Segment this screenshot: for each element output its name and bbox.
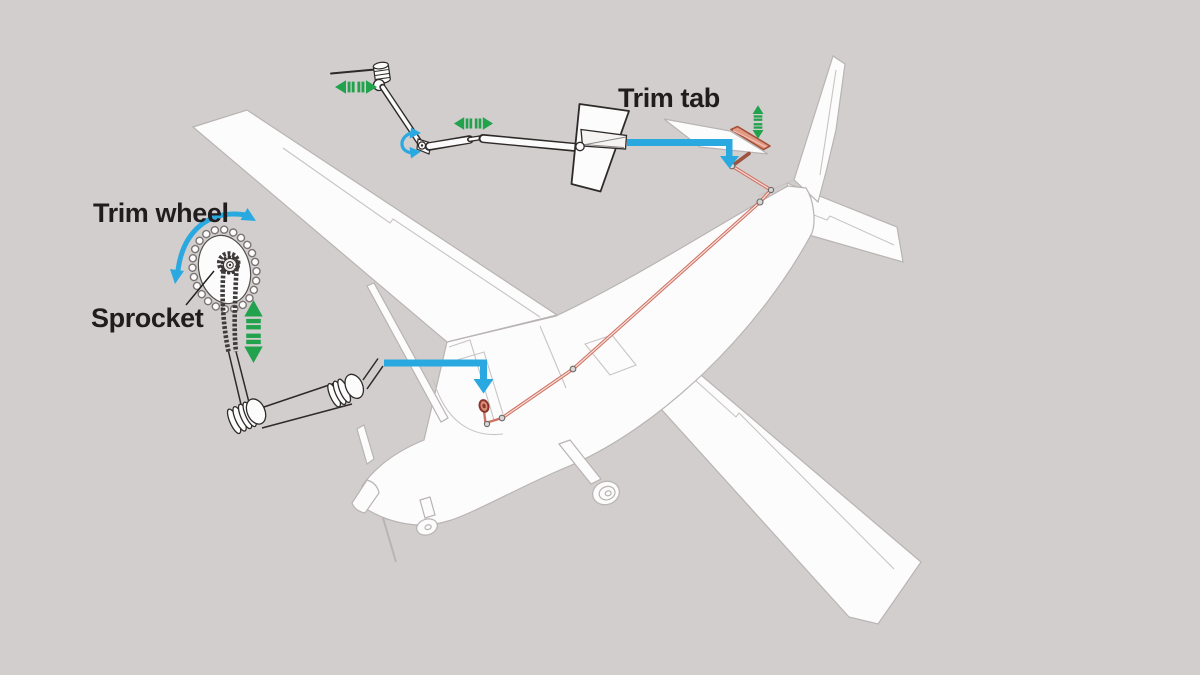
- trim-tab-highlight: [730, 125, 771, 151]
- cable-pulley: [498, 414, 506, 422]
- trim-actuator-detail: [330, 61, 630, 193]
- label-sprocket: Sprocket: [91, 303, 204, 333]
- pushrod-end-fitting: [575, 141, 585, 152]
- elevator-cross-section: [570, 103, 630, 193]
- label-trim-tab: Trim tab: [618, 83, 720, 113]
- cable-pulley: [569, 365, 577, 373]
- rudder-hinge-line: [819, 69, 837, 176]
- callout-arrows: [384, 139, 739, 394]
- trim-wheel-detail: [188, 225, 384, 435]
- main-gear-strut: [558, 439, 602, 485]
- main-wheel: [592, 480, 620, 506]
- cable-pulley: [756, 198, 764, 206]
- trim-wheel-rotation-arrow-icon: [170, 208, 256, 284]
- cable-pulley: [483, 420, 491, 428]
- nose-wheel: [416, 518, 438, 536]
- actuator-cable-end: [330, 68, 376, 75]
- cockpit-trim-wheel: [478, 399, 490, 413]
- cable-drum-1: [226, 398, 267, 435]
- right-wing-flap-line: [662, 350, 895, 570]
- elevator-pushrods: [424, 134, 582, 152]
- propeller-blade-lower: [382, 517, 397, 563]
- sprocket-axle: [228, 263, 232, 267]
- actuator-rotation-arrow-icon: [400, 127, 421, 159]
- cockpit-opening-line: [432, 378, 504, 436]
- cabin-door-line: [456, 351, 504, 415]
- label-trim-wheel: Trim wheel: [93, 198, 229, 228]
- cockpit-callout-arrow-icon: [384, 359, 494, 394]
- dorsal-fin-line: [757, 179, 795, 197]
- detail-cables: [227, 351, 384, 429]
- trim-tab-actuating-rod: [730, 151, 751, 168]
- left-stabilizer: [663, 118, 769, 155]
- left-wing-aileron-line: [282, 147, 541, 318]
- cable-drum-2: [327, 373, 365, 408]
- left-wing: [191, 109, 559, 343]
- propeller-spinner: [351, 479, 380, 514]
- wing-strut: [366, 282, 449, 423]
- chain: [216, 251, 241, 352]
- propeller-blade-upper: [356, 424, 375, 465]
- actuator-pivot-center: [420, 144, 424, 147]
- cable-joint: [767, 186, 775, 194]
- nose-gear-fork: [419, 496, 436, 519]
- side-window-line: [584, 334, 637, 376]
- windshield-post-line: [448, 339, 495, 421]
- sprocket-leader-line: [185, 270, 215, 306]
- trim-tab-callout-arrow-icon: [627, 139, 739, 169]
- trim-tab-section: [580, 128, 628, 150]
